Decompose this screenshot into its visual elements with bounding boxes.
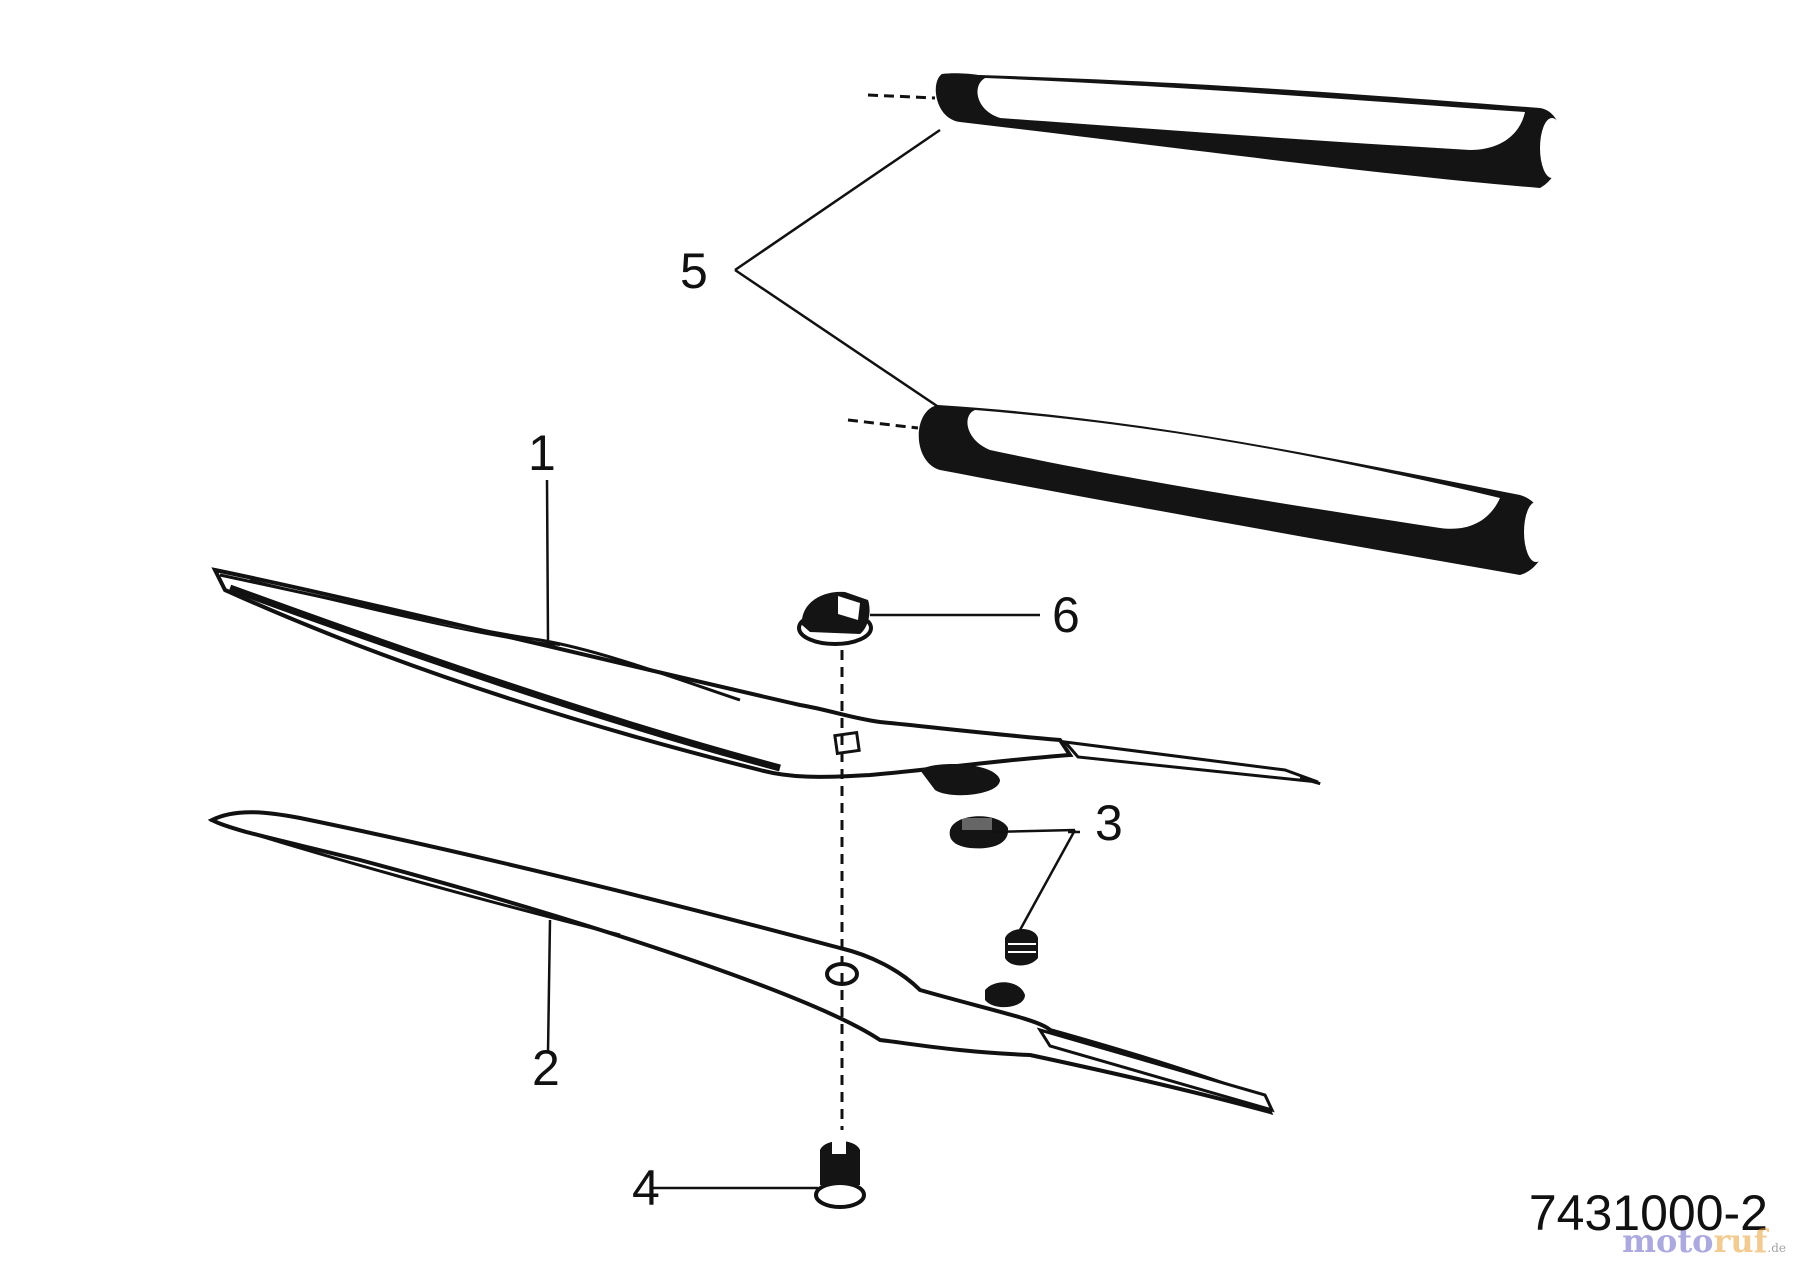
callout-3: 3	[1095, 795, 1123, 851]
nut-parts	[949, 816, 1038, 966]
watermark-part2: ruf	[1713, 1222, 1768, 1260]
lower-handle	[847, 405, 1548, 575]
watermark-logo: motoruf.de	[1622, 1222, 1786, 1260]
watermark-part1: moto	[1622, 1222, 1714, 1260]
upper-handle	[867, 73, 1564, 188]
screw-part-4	[814, 1140, 866, 1209]
callout-1: 1	[528, 425, 556, 481]
callout-4: 4	[632, 1160, 660, 1216]
watermark-suffix: .de	[1767, 1241, 1786, 1255]
leader-lines	[545, 128, 1080, 1190]
lower-blade	[207, 810, 1275, 1115]
callout-6: 6	[1052, 587, 1080, 643]
bolt-head-part-6	[797, 591, 873, 646]
upper-blade	[211, 567, 1326, 796]
drawing-number: 7431000-2	[1528, 1185, 1768, 1241]
callout-5: 5	[680, 243, 708, 299]
callout-2: 2	[532, 1040, 560, 1096]
